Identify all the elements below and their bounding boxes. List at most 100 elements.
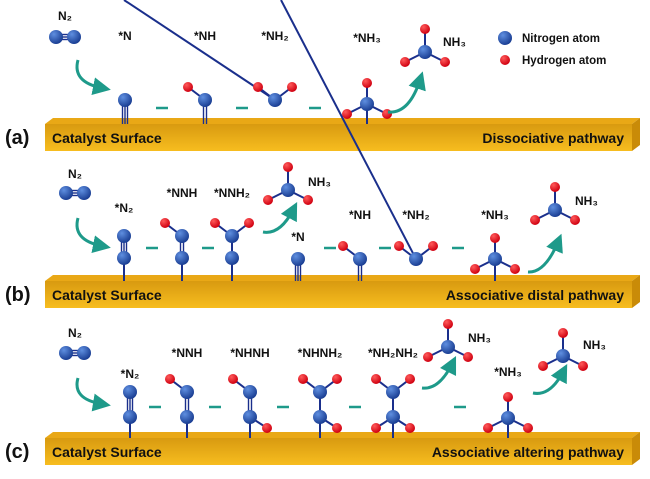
- hydrogen-atom: [510, 264, 520, 274]
- hydrogen-atom: [298, 374, 308, 384]
- nitrogen-atom: [556, 349, 570, 363]
- ammonia-molecule: [263, 162, 313, 205]
- nitrogen-atom: [175, 251, 189, 265]
- species-label: *NHNH₂: [298, 346, 343, 360]
- nitrogen-atom: [409, 252, 423, 266]
- adsorbed-molecule: [160, 218, 189, 281]
- adsorbed-molecule: [118, 93, 132, 124]
- panel-tag: (c): [5, 441, 29, 463]
- hydrogen-atom: [263, 195, 273, 205]
- adsorbed-molecule: [338, 241, 367, 281]
- curved-arrow: [527, 233, 563, 274]
- nitrogen-atom: [225, 229, 239, 243]
- adsorbed-molecule: [298, 374, 342, 438]
- nitrogen-atom: [313, 410, 327, 424]
- hydrogen-atom: [570, 215, 580, 225]
- nitrogen-atom: [548, 203, 562, 217]
- species-label: *N₂: [115, 201, 134, 215]
- surface-top: [45, 432, 640, 438]
- hydrogen-atom: [371, 374, 381, 384]
- adsorbed-molecule: [123, 385, 137, 438]
- hydrogen-atom: [371, 423, 381, 433]
- species-label: *NH₂: [261, 29, 288, 43]
- hydrogen-atom: [463, 352, 473, 362]
- hydrogen-atom: [523, 423, 533, 433]
- curved-arrow: [75, 217, 111, 254]
- adsorbed-molecule: [165, 374, 194, 438]
- bond: [123, 0, 276, 101]
- hydrogen-atom: [160, 218, 170, 228]
- hydrogen-atom: [578, 361, 588, 371]
- nitrogen-atom: [281, 183, 295, 197]
- nitrogen-atom: [386, 410, 400, 424]
- hydrogen-atom: [338, 241, 348, 251]
- hydrogen-atom: [405, 374, 415, 384]
- adsorbed-molecule: [371, 374, 415, 438]
- n2-molecule: [59, 346, 91, 360]
- hydrogen-atom: [470, 264, 480, 274]
- curved-arrow: [262, 202, 298, 234]
- nitrogen-atom: [180, 410, 194, 424]
- species-label: *N: [118, 29, 131, 43]
- hydrogen-atom: [283, 162, 293, 172]
- species-label: *NH₃: [481, 208, 509, 222]
- adsorbed-molecule: [228, 374, 272, 438]
- nitrogen-atom: [441, 340, 455, 354]
- nitrogen-atom: [313, 385, 327, 399]
- pathway-label: Associative distal pathway: [446, 287, 624, 303]
- species-label: *NNH: [172, 346, 203, 360]
- nitrogen-atom: [77, 186, 91, 200]
- catalyst-surface: [45, 124, 632, 151]
- species-label: *NH₃: [353, 31, 381, 45]
- species-label: *NH: [349, 208, 371, 222]
- hydrogen-atom: [550, 182, 560, 192]
- bond: [280, 0, 417, 260]
- nitrogen-atom: [123, 385, 137, 399]
- nitrogen-atom: [49, 30, 63, 44]
- hydrogen-atom: [253, 82, 263, 92]
- hydrogen-atom: [183, 82, 193, 92]
- nh3-label: NH₃: [468, 331, 491, 345]
- hydrogen-atom: [287, 82, 297, 92]
- surface-side: [632, 275, 640, 308]
- catalyst-surface: [45, 438, 632, 465]
- hydrogen-atom: [503, 392, 513, 402]
- nitrogen-atom: [118, 93, 132, 107]
- hydrogen-atom: [420, 24, 430, 34]
- legend-nitrogen-icon: [498, 31, 512, 45]
- hydrogen-atom: [382, 109, 392, 119]
- nitrogen-atom: [117, 229, 131, 243]
- adsorbed-molecule: [280, 0, 438, 266]
- adsorbed-molecule: [117, 229, 131, 281]
- adsorbed-molecule: [123, 0, 297, 107]
- species-label: *NNH₂: [214, 186, 250, 200]
- legend-hydrogen-label: Hydrogen atom: [522, 55, 606, 67]
- species-label: *NHNH: [230, 346, 269, 360]
- adsorbed-molecule: [483, 392, 533, 438]
- catalyst-surface: [45, 281, 632, 308]
- ammonia-molecule: [423, 319, 473, 362]
- adsorbed-molecule: [470, 233, 520, 281]
- hydrogen-atom: [303, 195, 313, 205]
- hydrogen-atom: [332, 374, 342, 384]
- hydrogen-atom: [483, 423, 493, 433]
- curved-arrow: [387, 71, 426, 114]
- nitrogen-atom: [59, 186, 73, 200]
- hydrogen-atom: [400, 57, 410, 67]
- curved-arrow: [75, 377, 111, 412]
- hydrogen-atom: [362, 78, 372, 88]
- surface-top: [45, 275, 640, 281]
- hydrogen-atom: [538, 361, 548, 371]
- adsorbed-molecule: [183, 82, 212, 124]
- nitrogen-atom: [243, 410, 257, 424]
- surface-top: [45, 118, 640, 124]
- n2-label: N₂: [68, 326, 82, 340]
- catalyst-surface-label: Catalyst Surface: [52, 130, 162, 146]
- nh3-label: NH₃: [308, 175, 331, 189]
- legend-nitrogen-label: Nitrogen atom: [522, 33, 600, 45]
- hydrogen-atom: [342, 109, 352, 119]
- n2-molecule: [59, 186, 91, 200]
- nh3-label: NH₃: [575, 194, 598, 208]
